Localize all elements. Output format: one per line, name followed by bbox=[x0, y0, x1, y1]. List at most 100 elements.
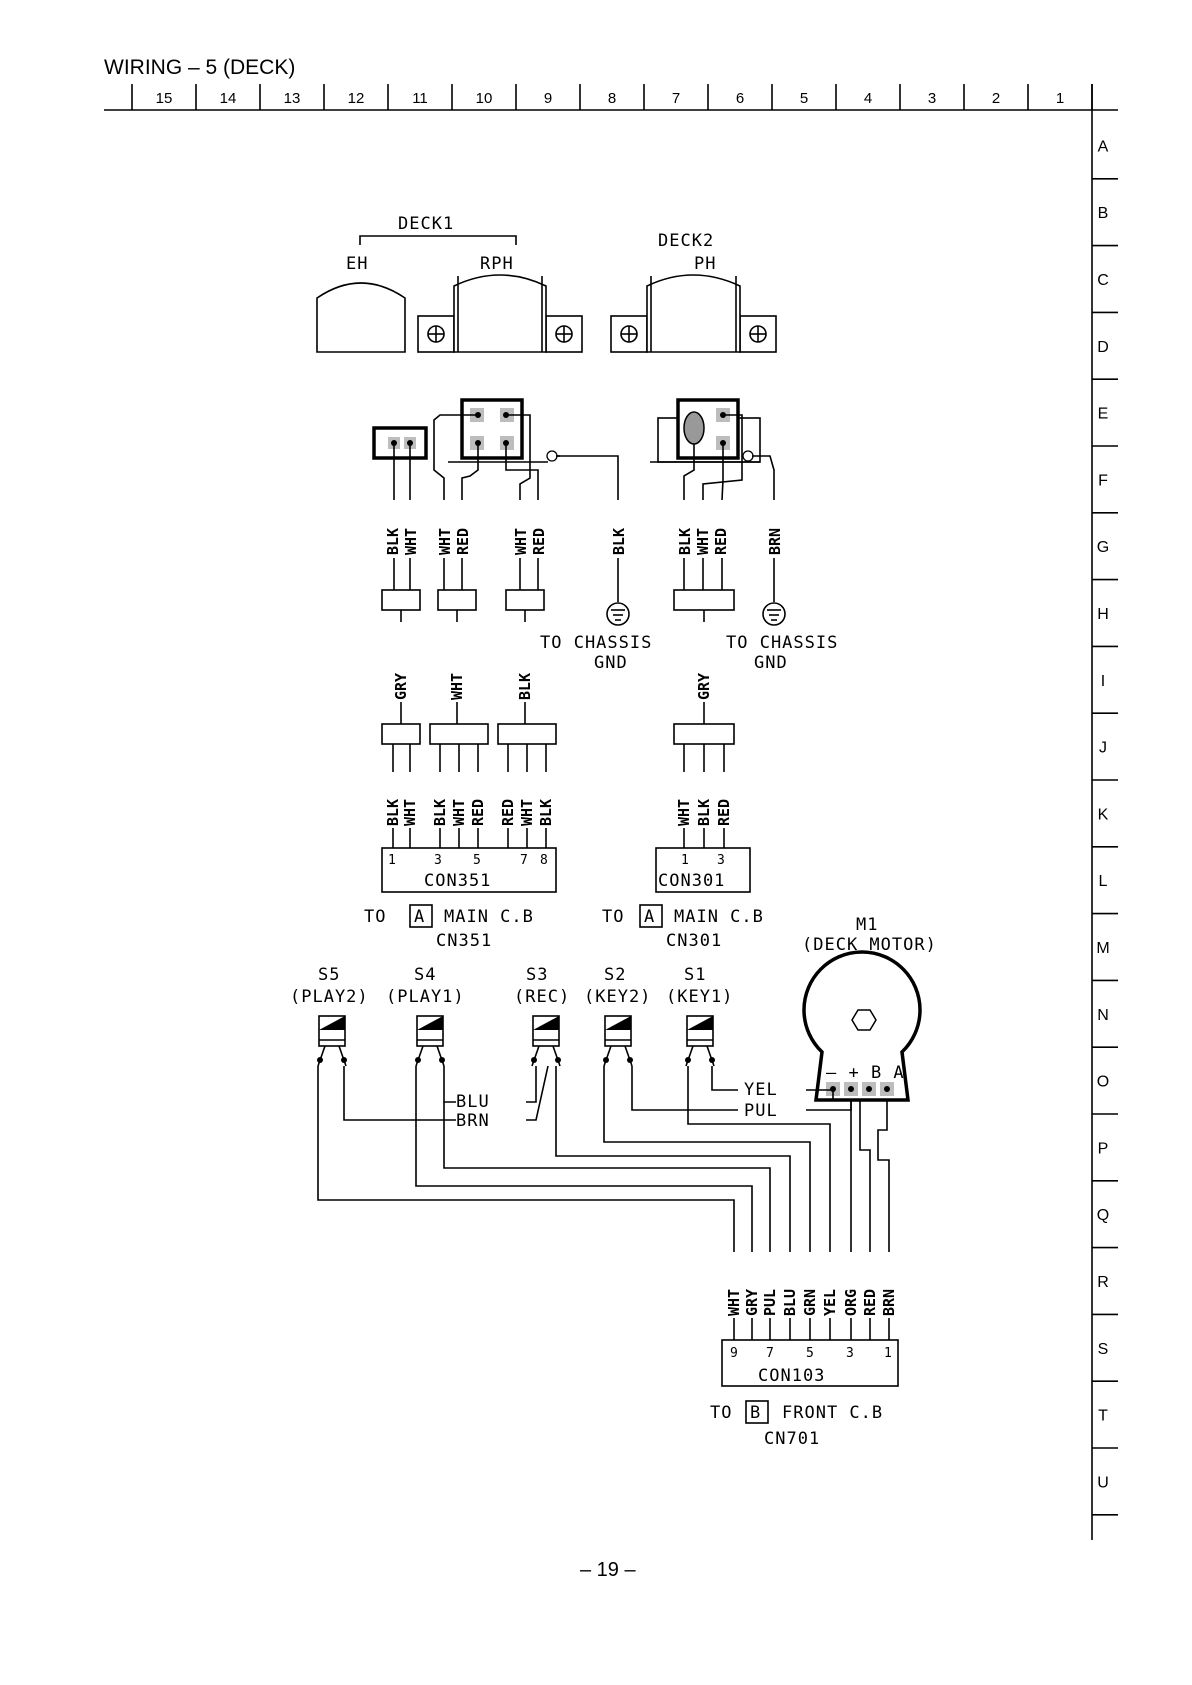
wire-label: YEL bbox=[744, 1080, 778, 1100]
con351-board: MAIN C.B bbox=[444, 907, 534, 927]
column-label: 6 bbox=[736, 90, 744, 107]
wire-label: RED bbox=[469, 799, 487, 826]
row-label: R bbox=[1097, 1274, 1109, 1291]
con103-ref: CN701 bbox=[764, 1429, 820, 1449]
row-label: A bbox=[1098, 138, 1109, 155]
column-label: 12 bbox=[348, 90, 365, 107]
con103-board: FRONT C.B bbox=[782, 1403, 883, 1423]
switches bbox=[317, 1015, 715, 1067]
column-label: 2 bbox=[992, 90, 1000, 107]
row-label: E bbox=[1098, 406, 1109, 423]
gnd1-line1: TO CHASSIS bbox=[540, 633, 652, 653]
con103-to: TO bbox=[710, 1403, 732, 1423]
switch-desc: (REC) bbox=[514, 987, 570, 1007]
switch-id: S4 bbox=[414, 965, 436, 985]
wire-label: BRN bbox=[456, 1111, 490, 1131]
wire-label: WHT bbox=[436, 528, 454, 555]
con351-pin-label: 3 bbox=[434, 853, 442, 868]
row-label: J bbox=[1099, 740, 1107, 757]
wire-label: WHT bbox=[518, 799, 536, 826]
wire-label: WHT bbox=[512, 528, 530, 555]
wire-label: RED bbox=[454, 528, 472, 555]
board-a-box bbox=[639, 904, 663, 928]
row-label: S bbox=[1098, 1341, 1109, 1358]
column-label: 15 bbox=[156, 90, 173, 107]
con351-ref: CN351 bbox=[436, 931, 492, 951]
gnd2-line2: GND bbox=[754, 653, 788, 673]
wire-label: BLU bbox=[456, 1092, 490, 1112]
switch-id: S5 bbox=[318, 965, 340, 985]
con103-connector bbox=[721, 1339, 899, 1387]
row-label: F bbox=[1098, 472, 1108, 489]
con351-to: TO bbox=[364, 907, 386, 927]
deck-motor bbox=[802, 950, 922, 1102]
wire-label: PUL bbox=[761, 1289, 779, 1316]
wire-label: GRY bbox=[392, 673, 410, 700]
column-label: 10 bbox=[476, 90, 493, 107]
junction-block bbox=[381, 589, 735, 611]
switch-s3 bbox=[531, 1015, 561, 1067]
motor-terminals: – + B A bbox=[826, 1063, 905, 1083]
con103-board-letter: B bbox=[750, 1403, 761, 1423]
con351-pin-label: 1 bbox=[388, 853, 396, 868]
con351-connector bbox=[381, 847, 557, 893]
row-label: N bbox=[1097, 1007, 1109, 1024]
board-b-box bbox=[745, 1400, 769, 1424]
wire-label: WHT bbox=[402, 528, 420, 555]
con301-ref: CN301 bbox=[666, 931, 722, 951]
wire-label: BLK bbox=[431, 799, 449, 826]
wire-label: RED bbox=[712, 528, 730, 555]
wire-label: PUL bbox=[744, 1101, 778, 1121]
switch-id: S1 bbox=[684, 965, 706, 985]
column-label: 8 bbox=[608, 90, 616, 107]
rph-label: RPH bbox=[480, 254, 514, 274]
row-label: T bbox=[1098, 1408, 1108, 1425]
screw-icon bbox=[555, 325, 573, 343]
deck1-label: DECK1 bbox=[398, 214, 454, 234]
row-label: K bbox=[1098, 806, 1109, 823]
column-label: 11 bbox=[412, 90, 428, 107]
con103-pin-label: 5 bbox=[806, 1346, 814, 1361]
con103-pin-label: 3 bbox=[846, 1346, 854, 1361]
row-label: G bbox=[1097, 539, 1109, 556]
wire-label: RED bbox=[499, 799, 517, 826]
row-label: B bbox=[1098, 205, 1109, 222]
wire-label: BLK bbox=[537, 799, 555, 826]
row-label: P bbox=[1098, 1140, 1109, 1157]
row-label: I bbox=[1101, 673, 1105, 690]
screw-icon bbox=[427, 325, 445, 343]
wire-label: WHT bbox=[675, 799, 693, 826]
grid-frame bbox=[104, 84, 1118, 1540]
switch-desc: (KEY2) bbox=[584, 987, 651, 1007]
wire-runs bbox=[400, 610, 705, 724]
row-ticks bbox=[1092, 178, 1118, 1516]
column-label: 13 bbox=[284, 90, 301, 107]
ground-icon bbox=[606, 602, 630, 626]
row-label: Q bbox=[1097, 1207, 1109, 1224]
wire-label: WHT bbox=[725, 1289, 743, 1316]
screw-icon bbox=[620, 325, 638, 343]
wire-label: BRN bbox=[880, 1289, 898, 1316]
wire-runs bbox=[392, 744, 725, 848]
ph-head bbox=[610, 274, 777, 353]
motor-id: M1 bbox=[856, 915, 878, 935]
row-label: H bbox=[1097, 606, 1109, 623]
con301-board-letter: A bbox=[644, 907, 655, 927]
switch-harness bbox=[317, 1065, 890, 1252]
wire-label: RED bbox=[861, 1289, 879, 1316]
wire-label: BLK bbox=[676, 528, 694, 555]
switch-desc: (PLAY2) bbox=[290, 987, 369, 1007]
con351-pin-label: 8 bbox=[540, 853, 548, 868]
gnd1-line2: GND bbox=[594, 653, 628, 673]
row-label: C bbox=[1097, 272, 1109, 289]
wire-runs bbox=[393, 558, 775, 602]
wire-label: GRN bbox=[801, 1289, 819, 1316]
wire-label: GRY bbox=[743, 1289, 761, 1316]
wire-label: BLK bbox=[516, 673, 534, 700]
deck2-label: DECK2 bbox=[658, 231, 714, 251]
con103-pin-label: 9 bbox=[730, 1346, 738, 1361]
rph-terminal-block bbox=[460, 398, 524, 460]
wire-label: BLK bbox=[610, 528, 628, 555]
